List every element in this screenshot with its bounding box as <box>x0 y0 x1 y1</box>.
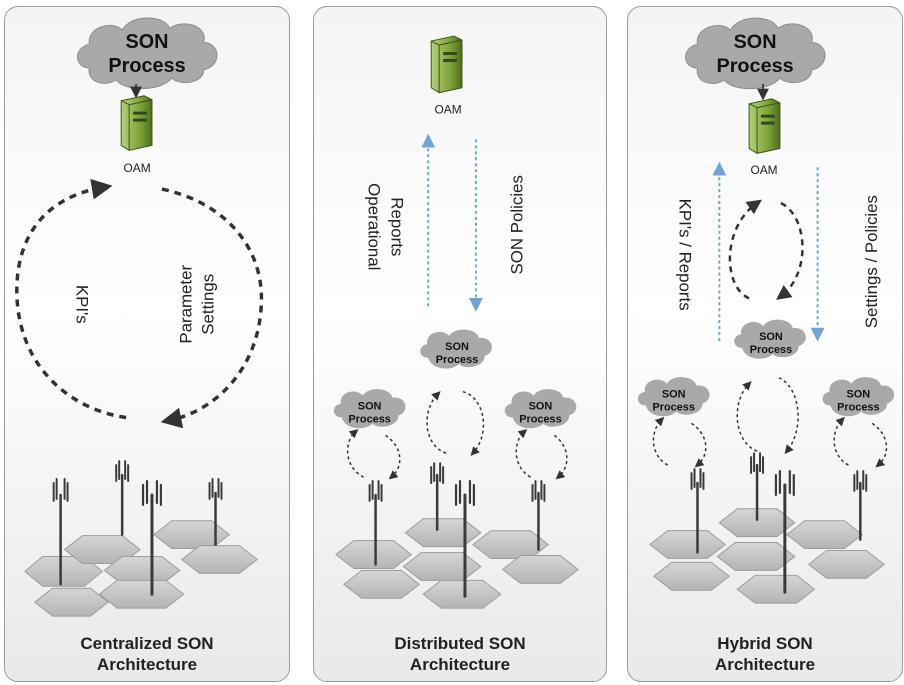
kpis-reports-label: KPI's / Reports <box>676 199 695 311</box>
antenna-tower-icon <box>853 470 868 541</box>
cloud-text-line1: SON <box>125 31 168 53</box>
reports-label: Reports <box>387 197 406 256</box>
hybrid-son-diagram: SON Process OAM KPI's / Reports Settings… <box>637 17 895 604</box>
antenna-tower-icon <box>115 460 130 536</box>
local-son-cloud: SON Process <box>637 377 710 417</box>
hybrid-son-panel: SON Process OAM KPI's / Reports Settings… <box>627 6 903 682</box>
cloud-text-line2: Process <box>348 413 390 425</box>
local-son-cloud: SON Process <box>734 319 806 359</box>
cell-hexagons <box>335 518 579 609</box>
settings-policies-label: Settings / Policies <box>862 195 881 328</box>
hexagon-cell <box>718 508 796 538</box>
hexagon-cell <box>180 545 259 574</box>
hexagon-cell <box>402 552 482 581</box>
cloud-text-line1: SON <box>759 331 783 343</box>
cell-towers <box>52 460 223 596</box>
cloud-text-line2: Process <box>436 354 478 366</box>
title-line2: Architecture <box>714 655 816 674</box>
cloud-text-line1: SON <box>734 31 777 53</box>
settings-label: Settings <box>199 274 218 335</box>
hexagon-cell <box>33 587 110 617</box>
oam-label: OAM <box>124 161 151 175</box>
antenna-tower-icon <box>690 468 705 554</box>
centralized-son-diagram: SON Process OAM KPI's Parameter Settings <box>15 17 264 617</box>
cell-hexagons <box>24 520 259 617</box>
oam-server-icon <box>748 98 781 154</box>
hexagon-cell <box>807 549 885 579</box>
local-son-cloud: SON Process <box>333 389 406 429</box>
cloud-text-line2: Process <box>652 402 694 414</box>
son-process-cloud: SON Process <box>685 17 826 90</box>
cell-towers <box>690 452 868 594</box>
hexagon-cell <box>736 574 816 604</box>
cloud-text-line1: SON <box>529 401 553 413</box>
hexagon-cell <box>501 555 579 584</box>
hexagon-cell <box>472 530 550 560</box>
hexagon-cell <box>335 540 413 569</box>
title-line1: Distributed SON <box>394 634 526 653</box>
title-line1: Hybrid SON <box>717 634 813 653</box>
cloud-text-line2: Process <box>750 344 792 356</box>
distributed-son-panel: OAM Operational Reports SON Policies SON… <box>313 6 607 682</box>
title-line2: Architecture <box>409 655 511 674</box>
panel-title: Distributed SON Architecture <box>314 633 606 675</box>
oam-label: OAM <box>435 103 462 117</box>
hexagon-cell <box>63 535 141 564</box>
hexagon-cell <box>404 518 482 548</box>
antenna-tower-icon <box>774 469 795 594</box>
panel-title: Centralized SON Architecture <box>5 633 289 675</box>
antenna-tower-icon <box>208 478 223 546</box>
antenna-tower-icon <box>430 462 445 531</box>
oam-label: OAM <box>750 163 777 177</box>
son-process-cloud: SON Process <box>76 17 218 90</box>
cloud-text-line2: Process <box>519 413 561 425</box>
cell-hexagons <box>649 508 885 604</box>
hexagon-cell <box>342 569 421 599</box>
hexagon-cell <box>422 579 502 609</box>
antenna-tower-icon <box>368 480 383 566</box>
local-son-cloud: SON Process <box>504 389 577 429</box>
title-line1: Centralized SON <box>80 634 214 653</box>
local-son-cloud: SON Process <box>822 377 895 417</box>
cloud-text-line1: SON <box>445 341 469 353</box>
cell-towers <box>368 462 546 598</box>
panel-title: Hybrid SON Architecture <box>628 633 902 675</box>
kpis-label: KPI's <box>72 285 91 324</box>
hexagon-cell <box>153 520 231 550</box>
hexagon-cell <box>98 579 185 609</box>
oam-server-icon <box>120 95 153 151</box>
centralized-son-panel: SON Process OAM KPI's Parameter Settings <box>4 6 290 682</box>
distributed-son-diagram: OAM Operational Reports SON Policies SON… <box>333 35 579 609</box>
antenna-tower-icon <box>531 480 546 551</box>
operational-label: Operational <box>365 183 384 270</box>
cloud-text-line1: SON <box>358 401 382 413</box>
local-son-cloud: SON Process <box>420 329 492 369</box>
cloud-text-line2: Process <box>837 402 879 414</box>
antenna-tower-icon <box>454 479 475 598</box>
hexagon-cell <box>716 542 796 571</box>
hexagon-cell <box>649 530 727 559</box>
title-line2: Architecture <box>96 655 198 674</box>
oam-server-icon <box>430 35 463 94</box>
antenna-tower-icon <box>141 479 162 596</box>
antenna-tower-icon <box>52 478 69 586</box>
parameter-label: Parameter <box>177 265 196 344</box>
hexagon-cell <box>653 561 731 591</box>
cloud-text-line2: Process <box>716 55 793 77</box>
cloud-text-line1: SON <box>662 389 686 401</box>
cloud-text-line2: Process <box>108 55 185 77</box>
hexagon-cell <box>786 520 864 550</box>
antenna-tower-icon <box>750 452 765 521</box>
son-policies-label: SON Policies <box>508 175 527 274</box>
cloud-text-line1: SON <box>846 389 870 401</box>
